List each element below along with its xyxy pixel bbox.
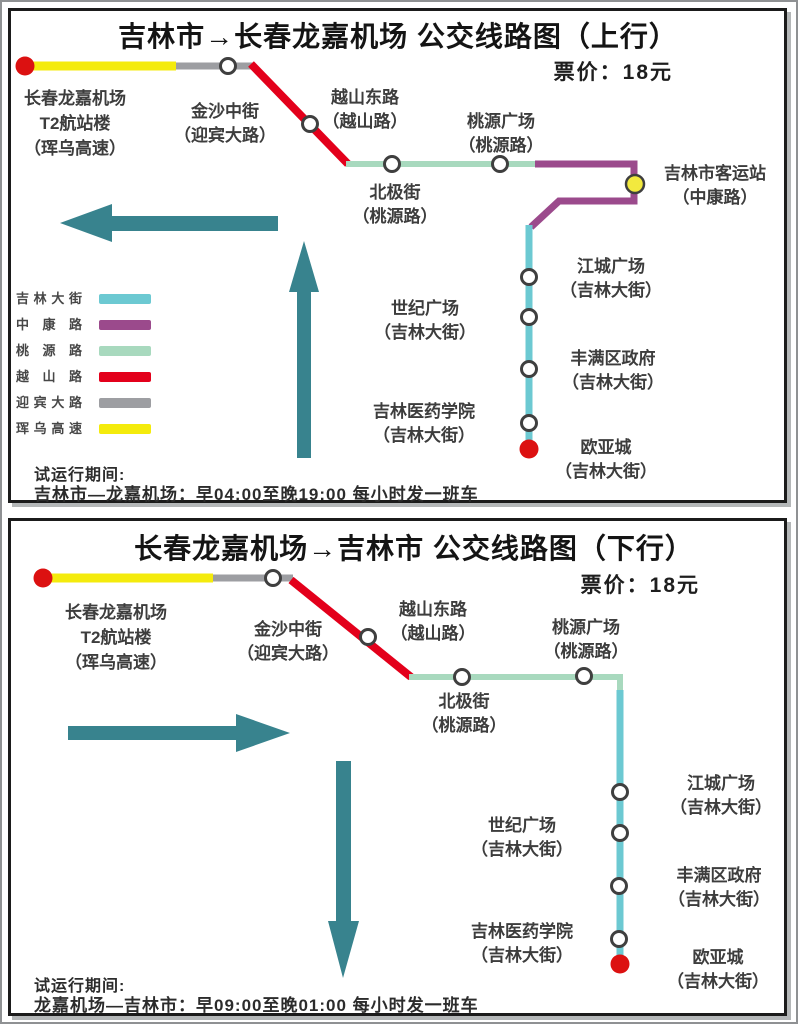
station-label-airport-t2: 长春龙嘉机场 T2航站楼 （珲乌高速）: [24, 89, 126, 158]
schedule-note: 龙嘉机场—吉林市：早09:00至晚01:00 每小时发一班车: [34, 996, 479, 1015]
schedule-note: 吉林市—龙嘉机场：早04:00至晚19:00 每小时发一班车: [34, 485, 479, 504]
station-label-fengman: 丰满区政府 （吉林大街）: [562, 349, 664, 392]
panel-downbound-fare: 票价：18元: [580, 574, 700, 597]
legend-swatch: [99, 320, 151, 330]
station-label-beiji: 北极街 （桃源路）: [421, 692, 507, 735]
legend-swatch: [99, 372, 151, 382]
legend-label: 珲乌高速: [16, 421, 82, 436]
legend-label: 桃源路: [16, 343, 82, 358]
station-label-taoyuan-square: 桃源广场 （桃源路）: [458, 112, 544, 155]
legend-label: 越山路: [16, 369, 82, 384]
legend-swatch: [99, 346, 151, 356]
station-label-yueshandong: 越山东路 （越山路）: [322, 88, 408, 131]
station-label-jiangcheng: 江城广场 （吉林大街）: [560, 257, 662, 300]
station-label-fengman: 丰满区政府 （吉林大街）: [668, 866, 770, 909]
legend-label: 中康路: [16, 317, 82, 332]
station-label-ouyacheng: 欧亚城 （吉林大街）: [667, 948, 769, 991]
panel-downbound-title: 长春龙嘉机场→吉林市 公交线路图（下行）: [134, 533, 694, 564]
station-label-jiangcheng: 江城广场 （吉林大街）: [670, 774, 772, 817]
panel-upbound: [8, 8, 787, 503]
station-label-jinsha: 金沙中街 （迎宾大路）: [174, 102, 276, 145]
legend-swatch: [99, 294, 151, 304]
station-label-airport-t2: 长春龙嘉机场 T2航站楼 （珲乌高速）: [65, 603, 167, 672]
station-label-yueshandong: 越山东路 （越山路）: [390, 600, 476, 643]
station-label-beiji: 北极街 （桃源路）: [352, 183, 438, 226]
station-label-jinsha: 金沙中街 （迎宾大路）: [237, 620, 339, 663]
station-label-shiji: 世纪广场 （吉林大街）: [374, 299, 476, 342]
station-label-keyunzhan: 吉林市客运站 （中康路）: [664, 164, 766, 207]
station-label-taoyuan-square: 桃源广场 （桃源路）: [543, 618, 629, 661]
station-label-ouyacheng: 欧亚城 （吉林大街）: [555, 438, 657, 481]
legend-swatch: [99, 424, 151, 434]
panel-upbound-fare: 票价：18元: [553, 61, 673, 84]
legend-label: 吉林大街: [16, 291, 82, 306]
legend-label: 迎宾大路: [16, 395, 82, 410]
trial-period-note: 试运行期间:: [34, 467, 126, 484]
station-label-shiji: 世纪广场 （吉林大街）: [471, 816, 573, 859]
trial-period-note: 试运行期间:: [34, 978, 126, 995]
station-label-yiyao: 吉林医药学院 （吉林大街）: [373, 402, 475, 445]
legend-swatch: [99, 398, 151, 408]
panel-upbound-title: 吉林市→长春龙嘉机场 公交线路图（上行）: [118, 21, 678, 52]
station-label-yiyao: 吉林医药学院 （吉林大街）: [471, 922, 573, 965]
